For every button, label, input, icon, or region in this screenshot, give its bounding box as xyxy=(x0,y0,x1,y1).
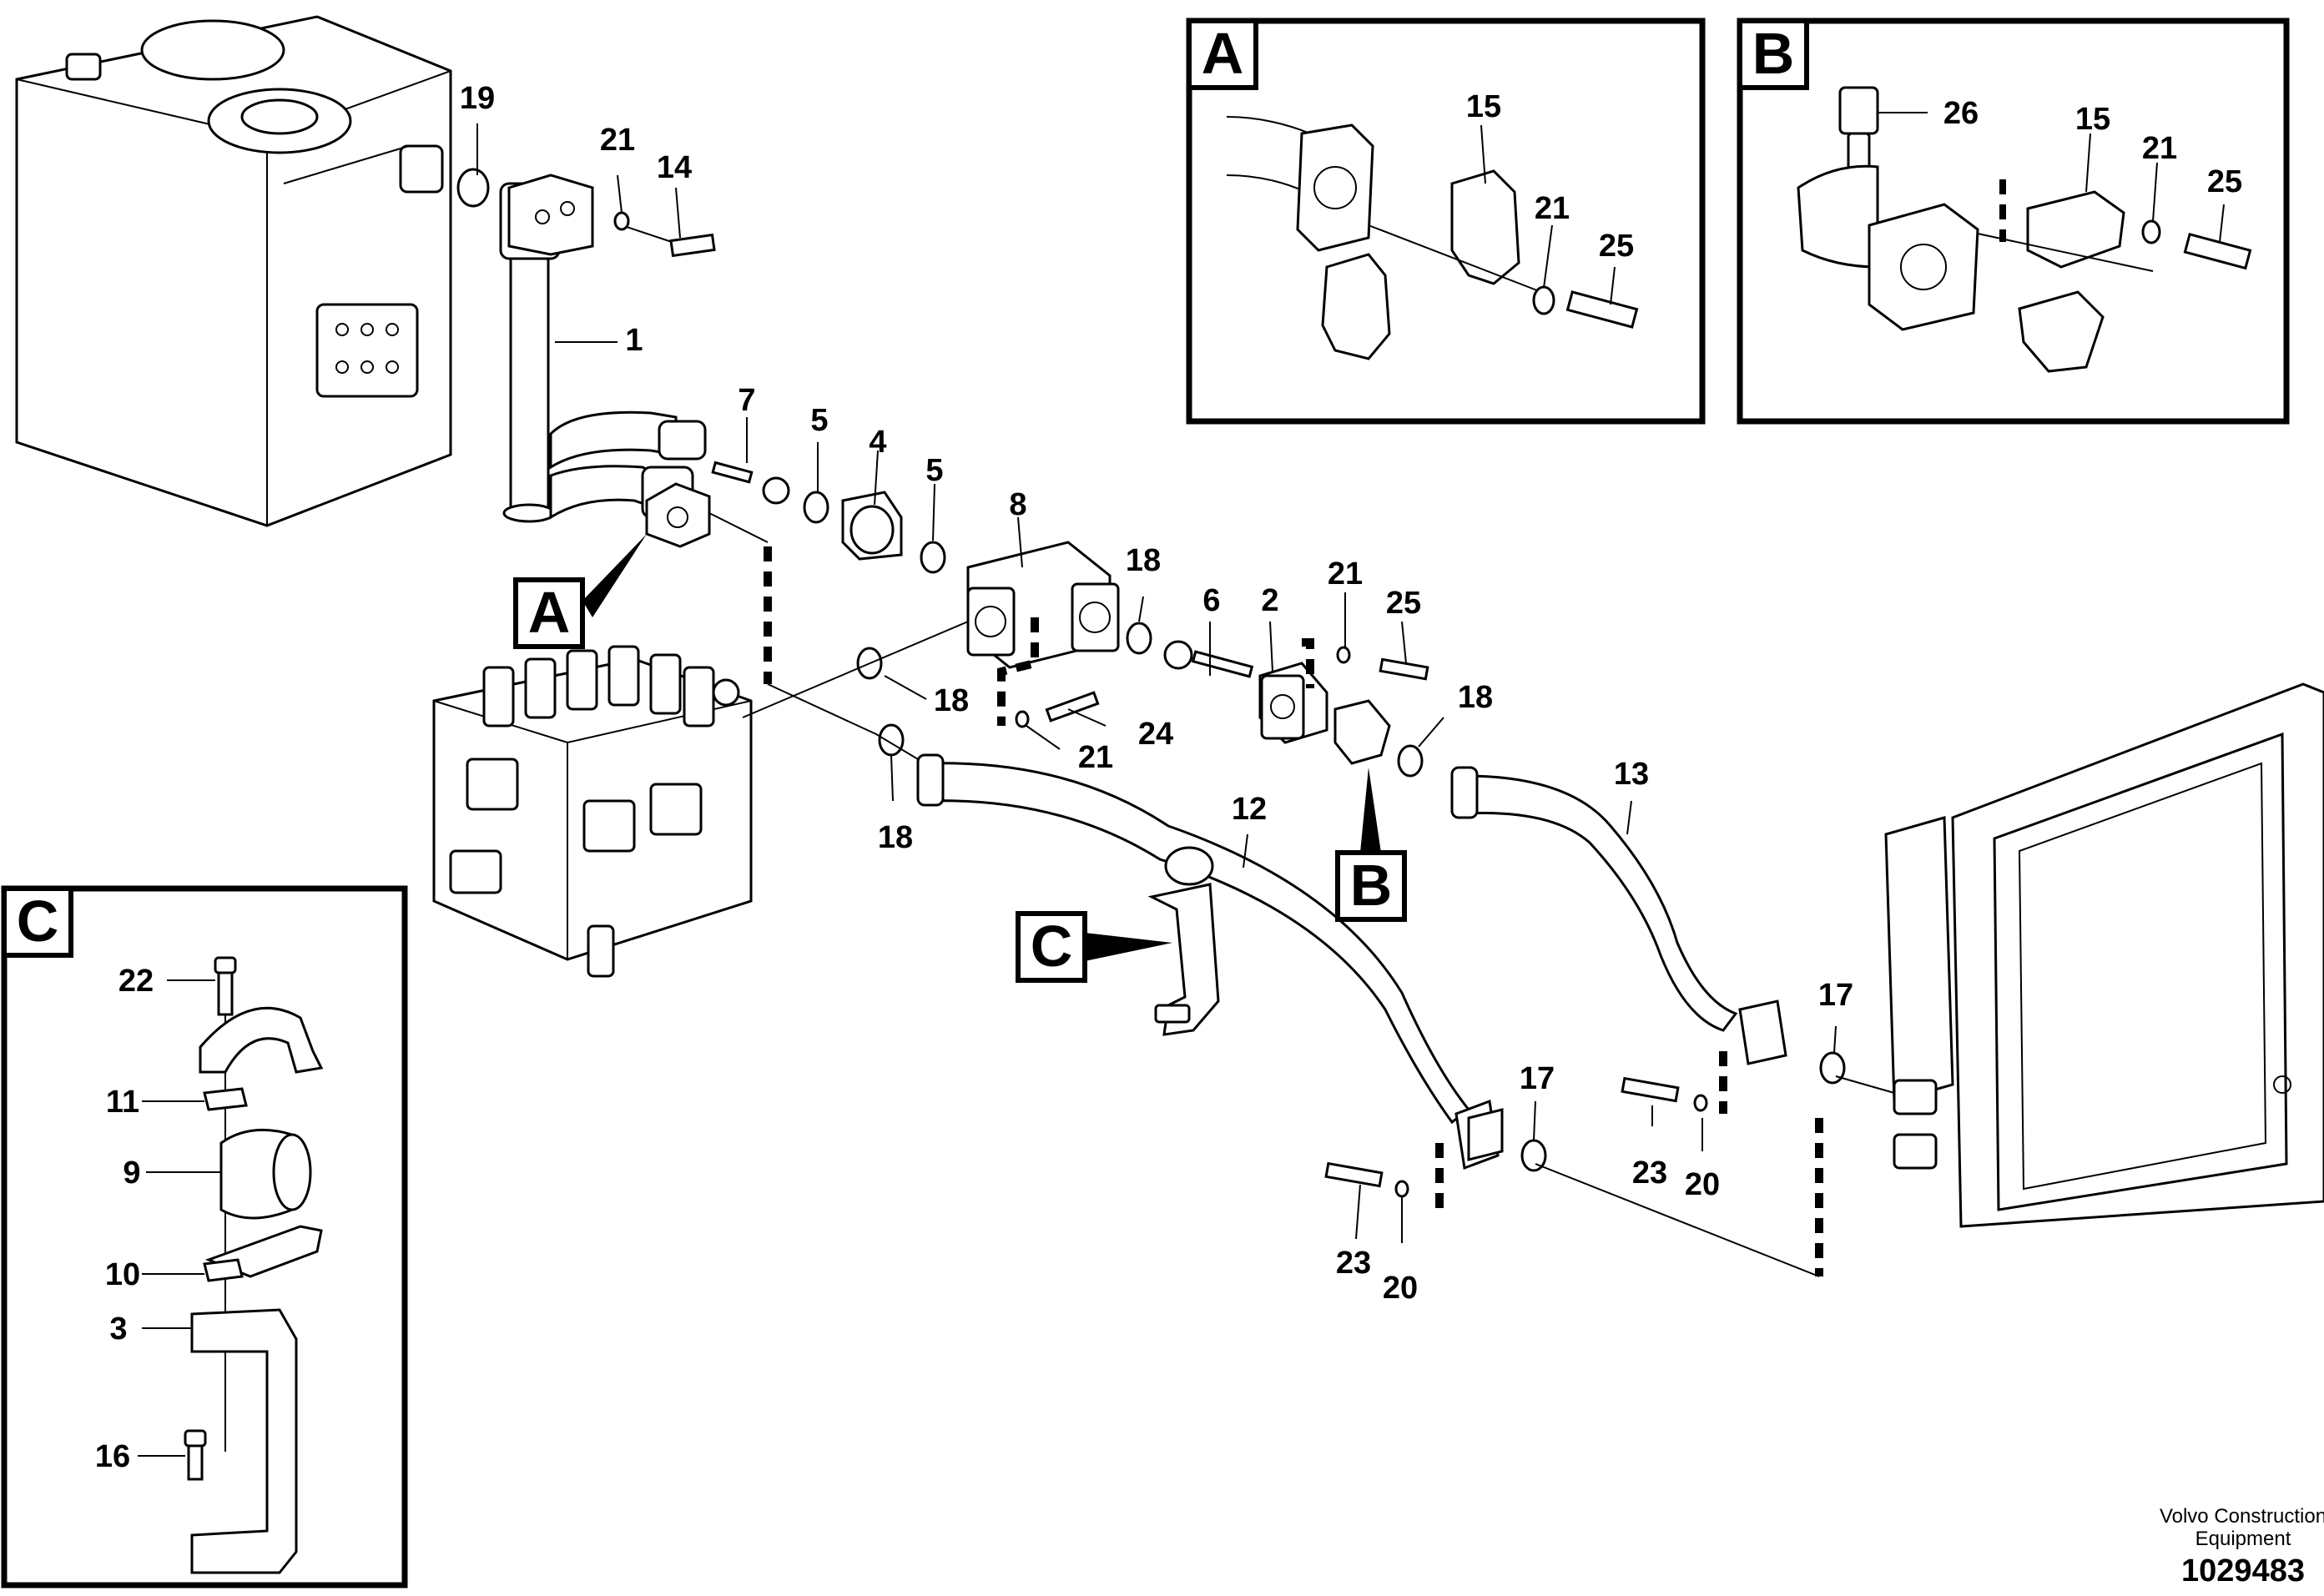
detail-c-callout-22: 22 xyxy=(118,964,154,999)
pointer-a: A xyxy=(513,534,647,649)
leader-lines xyxy=(476,123,1837,1243)
callout-21c: 21 xyxy=(1078,740,1113,775)
callout-21: 21 xyxy=(600,123,635,158)
pointer-a-label: A xyxy=(528,580,571,645)
detail-a-callout-25: 25 xyxy=(1599,229,1634,264)
detail-b-label: B xyxy=(1752,21,1795,86)
callout-17a: 17 xyxy=(1818,978,1853,1013)
detail-c-callout-9: 9 xyxy=(123,1155,140,1191)
pointer-c-label: C xyxy=(1031,914,1073,979)
dashed-connection-lines xyxy=(764,546,1823,1276)
detail-b-callout-15: 15 xyxy=(2075,102,2110,137)
callout-6: 6 xyxy=(1202,583,1220,618)
callout-13: 13 xyxy=(1614,757,1649,792)
detail-c-callout-3: 3 xyxy=(109,1312,127,1347)
detail-b-callout-25: 25 xyxy=(2207,164,2242,199)
callout-20a: 20 xyxy=(1685,1167,1720,1202)
brand-line-1: Volvo Construction xyxy=(2160,1505,2324,1528)
callout-5a: 5 xyxy=(810,403,828,438)
bolts-23-20 xyxy=(1324,1076,1708,1198)
control-valve-block xyxy=(432,645,753,978)
callout-19: 19 xyxy=(460,81,495,116)
callout-21b: 21 xyxy=(1328,556,1363,592)
callout-5b: 5 xyxy=(925,453,943,488)
callout-4: 4 xyxy=(869,425,886,460)
detail-c-callout-10: 10 xyxy=(105,1257,140,1292)
hydraulic-tank xyxy=(15,15,452,527)
footer-credits: Volvo Construction Equipment 1029483 xyxy=(2160,1505,2324,1588)
pointer-b: B xyxy=(1335,768,1407,922)
brand-line-2: Equipment xyxy=(2195,1528,2291,1550)
hose-12 xyxy=(916,753,1547,1172)
detail-c-callout-16: 16 xyxy=(95,1439,130,1474)
callout-7: 7 xyxy=(738,383,755,418)
callout-14: 14 xyxy=(657,150,692,185)
callout-1: 1 xyxy=(625,323,643,358)
callout-2: 2 xyxy=(1261,583,1278,618)
connector-lines xyxy=(708,512,1895,1277)
detail-a-callout-15: 15 xyxy=(1466,89,1501,124)
detail-b-callout-26: 26 xyxy=(1943,96,1979,131)
callout-17b: 17 xyxy=(1520,1061,1555,1096)
callout-23b: 23 xyxy=(1336,1246,1371,1281)
callout-8: 8 xyxy=(1009,487,1026,522)
detail-a-label: A xyxy=(1202,21,1244,86)
drawing-number: 1029483 xyxy=(2181,1553,2305,1588)
pointer-c: C xyxy=(1016,911,1172,983)
hose-bracket-c xyxy=(1147,883,1220,1036)
callout-25: 25 xyxy=(1386,586,1421,621)
detail-a: A 15 21 25 xyxy=(1186,18,1706,425)
callout-18b: 18 xyxy=(1458,680,1493,715)
callout-18c: 18 xyxy=(934,683,969,718)
pointer-b-label: B xyxy=(1350,853,1393,918)
callout-12: 12 xyxy=(1232,792,1267,827)
callout-18a: 18 xyxy=(1126,543,1161,578)
suction-pipe xyxy=(456,168,716,523)
main-callouts: 19 21 14 1 7 5 4 5 8 18 6 2 21 25 18 18 … xyxy=(460,81,1853,1306)
oil-cooler xyxy=(1884,682,2324,1228)
callout-24: 24 xyxy=(1138,717,1173,752)
detail-c-callout-11: 11 xyxy=(106,1085,139,1120)
callout-23a: 23 xyxy=(1632,1155,1667,1191)
detail-a-callout-21: 21 xyxy=(1535,191,1570,226)
detail-c: C 22 11 9 10 3 16 xyxy=(1,885,408,1588)
upper-fittings xyxy=(711,461,1429,778)
callout-20b: 20 xyxy=(1383,1271,1418,1306)
hose-13 xyxy=(1450,766,1846,1085)
detail-c-label: C xyxy=(17,889,59,954)
callout-18d: 18 xyxy=(878,820,913,855)
detail-b-callout-21: 21 xyxy=(2142,131,2177,166)
detail-b: B 26 15 21 25 xyxy=(1737,18,2290,425)
